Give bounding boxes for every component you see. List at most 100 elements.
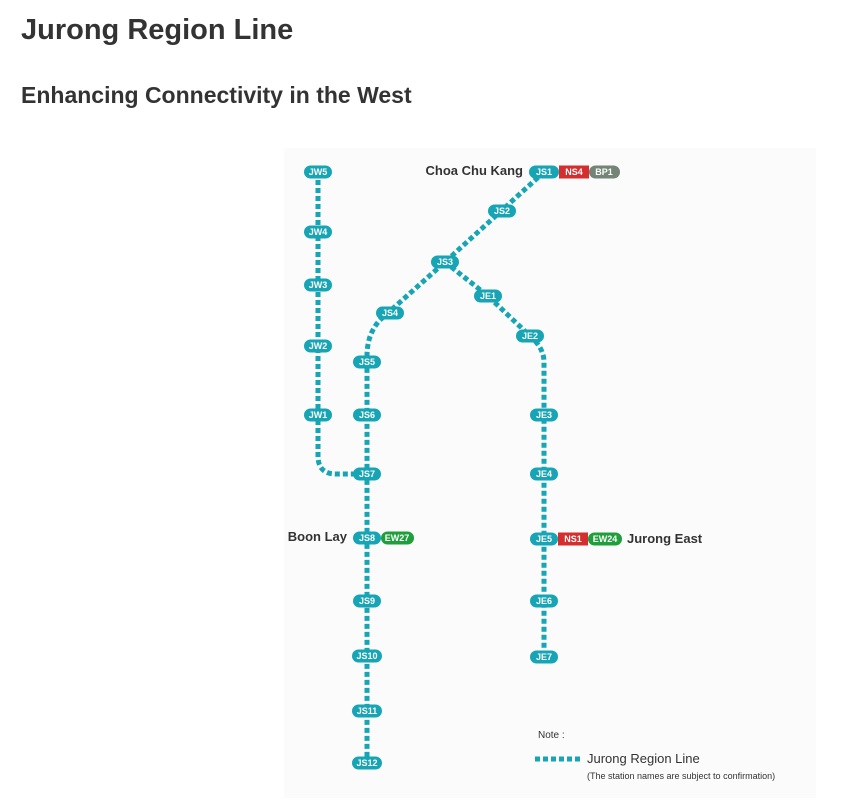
main-line-route xyxy=(364,170,546,763)
badge-bp1: BP1 xyxy=(589,165,620,179)
station-js2-marker xyxy=(488,204,516,218)
interchange-choa-chu-kang: Choa Chu Kang JS1 NS4 BP1 xyxy=(426,163,620,179)
station-je1-code: JE1 xyxy=(480,291,496,301)
station-je6-marker xyxy=(530,594,558,608)
station-js1: JS1 xyxy=(529,165,559,179)
route-map-svg: JW5 JW4 JW3 JW2 JW1 Choa Chu Kang JS1 xyxy=(288,163,775,781)
interchange-boon-lay-name: Boon Lay xyxy=(288,529,348,544)
station-je4-code: JE4 xyxy=(536,469,552,479)
interchange-choa-chu-kang-name: Choa Chu Kang xyxy=(426,163,524,178)
station-jw1: JW1 xyxy=(304,408,332,422)
station-jw4: JW4 xyxy=(304,225,332,239)
station-js9: JS9 xyxy=(353,594,381,608)
station-js6: JS6 xyxy=(353,408,381,422)
station-js12-marker xyxy=(352,756,382,770)
station-js6-code: JS6 xyxy=(359,410,375,420)
station-js10-code: JS10 xyxy=(356,651,377,661)
badge-ew24-marker xyxy=(588,532,622,546)
station-jw5-marker xyxy=(304,165,332,179)
page-title: Jurong Region Line xyxy=(21,14,294,46)
route-map: JW5 JW4 JW3 JW2 JW1 Choa Chu Kang JS1 xyxy=(284,148,816,798)
station-js11-marker xyxy=(352,704,382,718)
station-je2-code: JE2 xyxy=(522,331,538,341)
station-je5-code: JE5 xyxy=(536,534,552,544)
interchange-jurong-east-name: Jurong East xyxy=(627,531,703,546)
station-jw2: JW2 xyxy=(304,339,332,353)
legend-note-title: Note : xyxy=(538,730,565,741)
station-js8-marker xyxy=(353,531,381,545)
map-legend: Note : Jurong Region Line (The station n… xyxy=(535,730,775,781)
station-je4: JE4 xyxy=(530,467,558,481)
station-js6-marker xyxy=(353,408,381,422)
station-je7-marker xyxy=(530,650,558,664)
station-js11-code: JS11 xyxy=(357,706,378,716)
interchange-jurong-east: JE5 NS1 EW24 Jurong East xyxy=(530,531,703,546)
badge-ns1: NS1 xyxy=(558,532,588,546)
station-jw4-code: JW4 xyxy=(309,227,328,237)
interchange-boon-lay: Boon Lay JS8 EW27 xyxy=(288,529,414,545)
station-js3-code: JS3 xyxy=(437,257,453,267)
station-js7-code: JS7 xyxy=(359,469,375,479)
station-jw3-marker xyxy=(304,278,332,292)
badge-ns1-marker xyxy=(558,532,588,546)
station-js4: JS4 xyxy=(376,306,404,320)
station-je6-code: JE6 xyxy=(536,596,552,606)
badge-ns4-marker xyxy=(559,165,589,179)
page-subtitle: Enhancing Connectivity in the West xyxy=(21,82,412,108)
station-js4-code: JS4 xyxy=(382,308,398,318)
station-je5: JE5 xyxy=(530,532,558,546)
badge-ns1-code: NS1 xyxy=(564,534,582,544)
station-je3-code: JE3 xyxy=(536,410,552,420)
badge-ns4-code: NS4 xyxy=(565,167,583,177)
station-js5-marker xyxy=(353,355,381,369)
station-je4-marker xyxy=(530,467,558,481)
station-je3: JE3 xyxy=(530,408,558,422)
west-branch-route xyxy=(315,172,368,477)
station-js12-code: JS12 xyxy=(356,758,377,768)
station-js5-code: JS5 xyxy=(359,357,375,367)
station-je3-marker xyxy=(530,408,558,422)
station-js4-marker xyxy=(376,306,404,320)
station-jw5: JW5 xyxy=(304,165,332,179)
station-js7: JS7 xyxy=(353,467,381,481)
station-jw1-marker xyxy=(304,408,332,422)
badge-bp1-marker xyxy=(589,165,620,179)
badge-bp1-code: BP1 xyxy=(595,167,613,177)
station-je2-marker xyxy=(516,329,544,343)
station-js2: JS2 xyxy=(488,204,516,218)
station-je1: JE1 xyxy=(474,289,502,303)
legend-line-label: Jurong Region Line xyxy=(587,751,700,766)
badge-ew27-marker xyxy=(381,531,414,545)
station-jw3: JW3 xyxy=(304,278,332,292)
badge-ew27-code: EW27 xyxy=(385,533,410,543)
station-js9-code: JS9 xyxy=(359,596,375,606)
station-je5-marker xyxy=(530,532,558,546)
station-js1-code: JS1 xyxy=(536,167,552,177)
station-je2: JE2 xyxy=(516,329,544,343)
station-js3: JS3 xyxy=(431,255,459,269)
station-js8-code: JS8 xyxy=(359,533,375,543)
station-jw4-marker xyxy=(304,225,332,239)
station-js10: JS10 xyxy=(352,649,382,663)
badge-ew27: EW27 xyxy=(381,531,414,545)
badge-ew24-code: EW24 xyxy=(593,534,618,544)
station-jw2-marker xyxy=(304,339,332,353)
station-js11: JS11 xyxy=(352,704,382,718)
legend-note: (The station names are subject to confir… xyxy=(587,771,775,781)
station-jw2-code: JW2 xyxy=(309,341,328,351)
station-js3-marker xyxy=(431,255,459,269)
station-jw5-code: JW5 xyxy=(309,167,328,177)
station-js2-code: JS2 xyxy=(494,206,510,216)
station-js12: JS12 xyxy=(352,756,382,770)
station-je7: JE7 xyxy=(530,650,558,664)
badge-ew24: EW24 xyxy=(588,532,622,546)
station-js8: JS8 xyxy=(353,531,381,545)
station-je6: JE6 xyxy=(530,594,558,608)
station-jw3-code: JW3 xyxy=(309,280,328,290)
station-js9-marker xyxy=(353,594,381,608)
station-jw1-code: JW1 xyxy=(309,410,328,420)
badge-ns4: NS4 xyxy=(559,165,589,179)
station-js1-marker xyxy=(529,165,559,179)
station-je1-marker xyxy=(474,289,502,303)
station-js10-marker xyxy=(352,649,382,663)
